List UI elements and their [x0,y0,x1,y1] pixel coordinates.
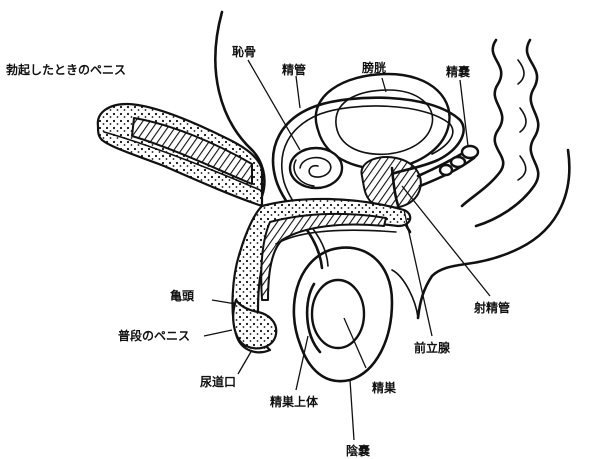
label-scrotum: 陰嚢 [346,443,371,458]
label-urethral-opening: 尿道口 [200,374,236,389]
label-testis: 精巣 [372,380,397,395]
label-ejaculatory-duct: 射精管 [473,300,510,315]
label-vas-deferens: 精管 [282,62,306,77]
pointer-scrotum [350,380,354,440]
label-bladder: 膀胱 [361,60,386,75]
pointer-flaccid-penis [204,330,232,336]
label-prostate: 前立腺 [414,340,451,355]
pointer-vas-deferens [296,76,300,108]
rectum [462,40,538,226]
pointer-ejaculatory-duct [402,186,490,296]
label-flaccid-penis: 普段のペニス [118,328,190,343]
label-glans: 亀頭 [170,288,195,303]
pubic-bone [290,148,342,188]
label-erect-penis: 勃起したときのペニス [6,62,126,77]
testis [312,280,364,348]
pointer-epididymis [296,336,308,390]
label-seminal-vesicle: 精嚢 [446,64,471,79]
pointer-urethral-opening [238,350,252,374]
prostate [361,157,420,208]
label-epididymis: 精巣上体 [270,394,319,409]
erect-penis [98,104,262,206]
label-pubic-bone: 恥骨 [232,45,256,59]
